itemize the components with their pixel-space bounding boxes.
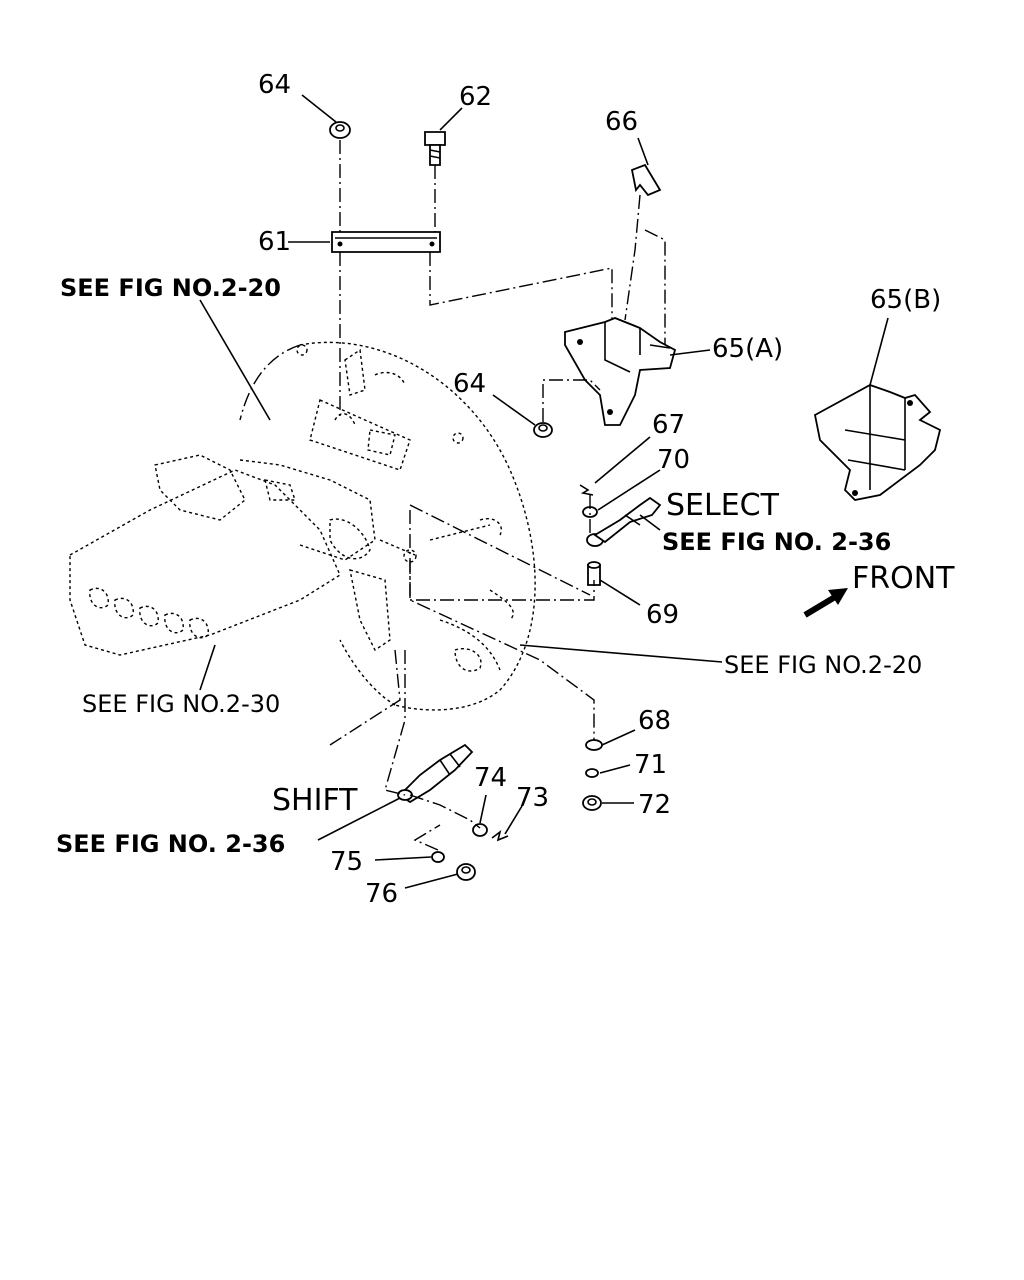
part-61-plate [331, 231, 441, 253]
part-67-pin [579, 484, 594, 496]
callout-75: 75 [330, 847, 363, 877]
callout-74: 74 [474, 763, 507, 793]
callout-68: 68 [638, 706, 671, 736]
part-66-clip [630, 163, 662, 197]
part-64-nut-lower [533, 422, 553, 438]
callout-70: 70 [657, 445, 690, 475]
part-68-washer [585, 739, 603, 751]
part-73-clip [491, 830, 509, 842]
callout-71: 71 [634, 750, 667, 780]
callout-65a: 65(A) [712, 334, 783, 364]
callout-61: 61 [258, 227, 291, 257]
part-65b-bracket [813, 384, 942, 501]
leader-lines [199, 94, 889, 889]
callout-69: 69 [646, 600, 679, 630]
front-arrow [803, 588, 848, 618]
ref-right: SEE FIG NO.2-20 [724, 651, 922, 679]
ref-shift: SEE FIG NO. 2-36 [56, 830, 285, 858]
ref-select: SEE FIG NO. 2-36 [662, 528, 891, 556]
transmission-body [69, 454, 417, 656]
ref-bottom-left: SEE FIG NO.2-30 [82, 690, 280, 718]
transmission-housing [239, 341, 536, 711]
part-75-washer [431, 851, 445, 863]
select-cable-end [593, 496, 662, 544]
part-64-nut-top [329, 121, 351, 139]
part-71-lockwasher [585, 768, 599, 778]
callout-64-top: 64 [258, 70, 291, 100]
ref-top-left: SEE FIG NO.2-20 [60, 274, 281, 302]
shift-cable-end [397, 743, 474, 804]
part-74-washer [472, 823, 488, 837]
callout-72: 72 [638, 790, 671, 820]
callout-67: 67 [652, 410, 685, 440]
part-72-nut [582, 795, 602, 811]
callout-66: 66 [605, 107, 638, 137]
part-65a-bracket [564, 317, 677, 426]
callout-73: 73 [516, 783, 549, 813]
part-69-stud [586, 533, 604, 586]
callout-65b: 65(B) [870, 285, 941, 315]
assembly-lines [329, 140, 666, 851]
label-front: FRONT [852, 561, 955, 596]
part-62-bolt [424, 131, 446, 166]
label-select: SELECT [666, 488, 780, 523]
callout-64-lower: 64 [453, 369, 486, 399]
part-76-nut [456, 863, 476, 881]
callout-62: 62 [459, 82, 492, 112]
callout-76: 76 [365, 879, 398, 909]
label-shift: SHIFT [272, 783, 358, 818]
